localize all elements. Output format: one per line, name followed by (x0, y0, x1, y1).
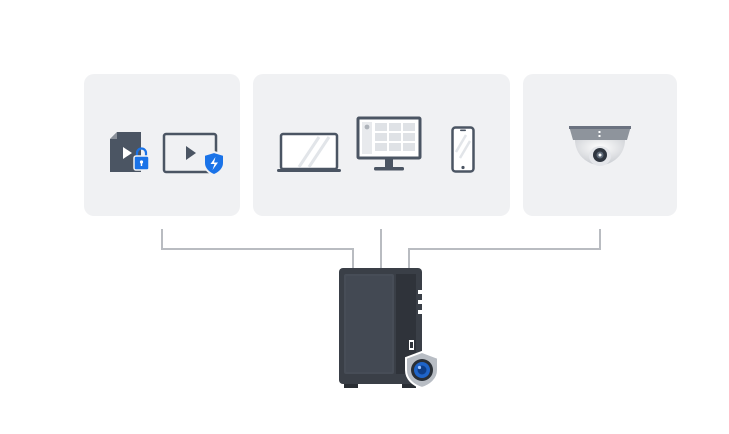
camera-panel (523, 74, 677, 216)
media-panel (84, 74, 240, 216)
smartphone-icon (451, 126, 475, 173)
desktop-monitor-icon (356, 116, 422, 171)
encrypted-video-file-icon (110, 132, 150, 172)
ip-camera-icon (569, 126, 631, 166)
connector-camera-to-nas (408, 229, 601, 268)
connector-media-to-nas (161, 229, 354, 268)
nas-server-icon (339, 268, 439, 390)
protected-video-player-icon (162, 132, 225, 177)
laptop-icon (277, 132, 341, 172)
surveillance-camera-badge-icon (405, 350, 439, 390)
devices-panel (253, 74, 510, 216)
